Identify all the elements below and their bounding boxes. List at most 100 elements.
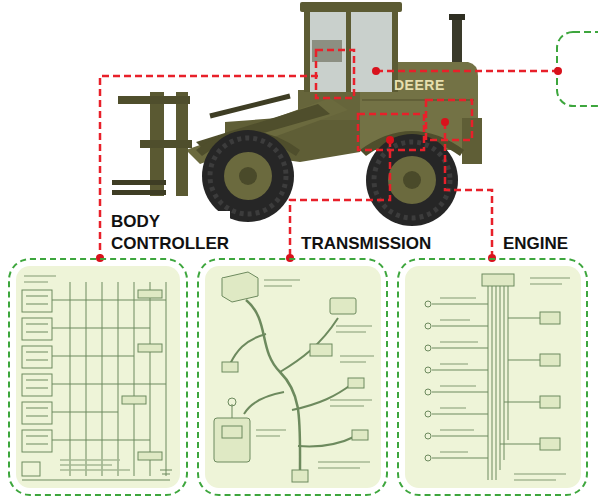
wheel-loader-part [449,14,465,20]
body-controller-schematic-part [26,360,48,361]
engine-schematic-part-part [440,429,474,431]
engine-schematic-part [425,367,431,373]
engine-schematic-part-part [440,385,476,387]
wheel-loader-part [210,96,290,116]
engine-schematic-part [508,360,540,361]
wheel-loader-part [210,138,286,214]
engine-schematic-part [482,274,514,286]
engine-schematic-part-part [530,283,562,285]
engine-schematic-part [425,301,431,307]
engine-schematic-part-part [440,297,476,299]
leader-dots-part [386,136,394,144]
leader-dots [96,67,562,262]
engine-schematic-part-part [514,473,566,475]
transmission-schematic-part [246,300,300,472]
wheel-loader-part [304,12,310,92]
body-controller-schematic-part [26,444,48,445]
engine-schematic-part [488,286,489,480]
wheel-loader-part [452,18,462,64]
body-controller-schematic-part-part [60,459,120,461]
transmission-schematic-part [352,430,368,440]
wheel-loader-part [304,12,398,92]
transmission-schematic-part [205,266,381,488]
engine-schematic-part [496,286,497,480]
leader-lines-part [376,70,558,73]
leader-dots-part [441,118,449,126]
engine-schematic-part [425,389,431,395]
engine-schematic-part [425,455,431,461]
body-controller-schematic-part [52,384,166,385]
body-controller-schematic-part [26,380,48,381]
body-controller-schematic-part [22,430,52,452]
wheel-loader-part [112,190,166,195]
body-controller-schematic-part [134,282,135,476]
body-controller-schematic-part [52,300,166,301]
engine-schematic-part [492,286,493,480]
transmission-schematic-part-part [330,405,364,407]
body-controller-schematic-part [118,282,119,476]
wheel-loader-part [403,171,421,189]
box-heading: ENGINE [502,233,569,255]
body-controller-schematic-part [26,436,48,437]
body-controller-schematic-part [150,282,151,476]
body-controller-schematic-part-part [24,281,48,283]
box-heading: TRANSMISSION [300,233,432,255]
transmission-schematic [205,266,381,488]
leader-lines-part [316,50,354,98]
wheel-loader-part [388,156,436,204]
body-controller-schematic-part [26,332,48,333]
transmission-schematic-part [256,280,374,468]
body-controller-schematic-part [22,374,52,396]
transmission-schematic-part-part [318,461,370,463]
engine-schematic-part [432,370,488,371]
engine-schematic-part [432,392,488,393]
body-controller-schematic-part-part [60,469,130,471]
transmission-schematic-part [230,334,266,364]
body-controller-schematic-part [52,440,150,441]
engine-schematic-part-part [514,479,556,481]
leader-dots-part [372,67,380,75]
body-controller-schematic-part [22,462,40,476]
transmission-schematic-part [214,418,250,462]
engine-schematic-part-part [440,407,466,409]
transmission-schematic-part [222,426,242,438]
transmission-schematic-part-part [264,285,292,287]
transmission-schematic-part-part [256,429,286,431]
body-controller-schematic-part [52,328,150,329]
engine-schematic-part [432,326,488,327]
engine-schematic-part-part [440,363,468,365]
engine-schematic-part-part [440,451,468,453]
transmission-schematic-part-part [340,355,374,357]
wheel-loader-part [374,142,450,218]
engine-schematic-part [425,323,431,329]
wheel-loader-part [362,99,474,101]
transmission-schematic-part-part [340,361,366,363]
engine-schematic-part [540,396,560,408]
engine-schematic-part [500,444,540,445]
transmission-schematic-part-part [264,279,300,281]
engine-schematic-part [540,354,560,366]
leader-dots-part [554,67,562,75]
engine-schematic-part [432,414,488,415]
transmission-schematic-part [298,436,356,447]
engine-schematic-part [504,402,540,403]
engine-schematic-part [508,318,540,319]
leader-lines-part [426,100,472,140]
transmission-schematic-part-part [336,331,366,333]
engine-schematic-part [425,433,431,439]
leader-lines [100,50,558,258]
body-controller-schematic-part [26,408,48,409]
engine-schematic-part [432,304,488,305]
engine-schematic-part-part [440,319,470,321]
brand-label: DEERE [394,77,445,93]
body-controller-schematic-part [162,474,170,475]
body-controller-schematic-part [26,304,48,305]
engine-schematic-part [508,286,509,440]
engine-schematic-part [440,278,570,480]
body-controller-schematic-part [138,290,162,298]
engine-schematic-part [405,266,581,488]
body-controller-schematic [16,266,180,488]
transmission-schematic-part [244,392,284,414]
body-controller-schematic-part-part [24,275,56,277]
